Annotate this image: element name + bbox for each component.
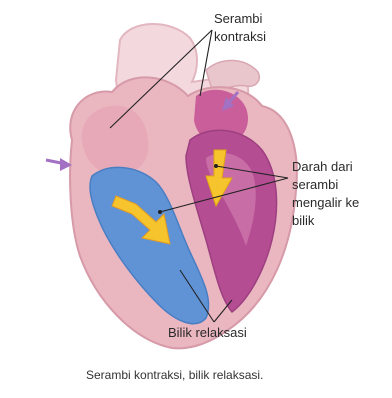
label-ventricles: Bilik relaksasi — [168, 324, 308, 342]
label-blood-line1: Darah dari — [292, 158, 388, 176]
label-atria-line2: kontraksi — [214, 28, 304, 46]
label-blood-line4: bilik — [292, 212, 388, 230]
label-blood-line2: serambi — [292, 176, 388, 194]
label-blood-flow: Darah dari serambi mengalir ke bilik — [292, 158, 388, 230]
caption-text: Serambi kontraksi, bilik relaksasi. — [86, 368, 263, 382]
caption: Serambi kontraksi, bilik relaksasi. — [86, 368, 386, 382]
label-atria-line1: Serambi — [214, 10, 304, 28]
label-blood-line3: mengalir ke — [292, 194, 388, 212]
label-atria: Serambi kontraksi — [214, 10, 304, 46]
pressure-arrow-left-icon — [46, 158, 72, 171]
label-ventricles-text: Bilik relaksasi — [168, 325, 247, 340]
